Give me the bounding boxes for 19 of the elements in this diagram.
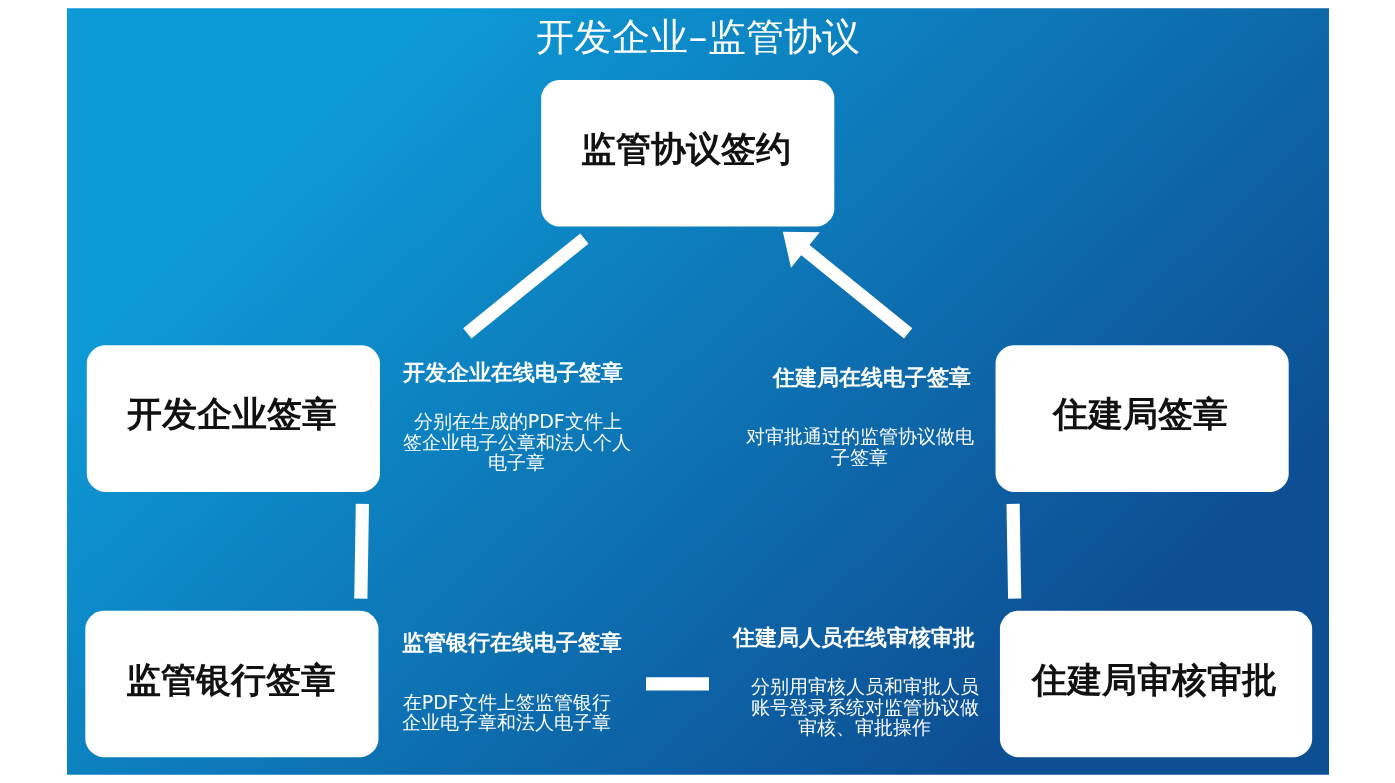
node-label: 分别用审核人员和审批人员账号登录系统对监管协议做审核、审批操作: [750, 675, 979, 739]
connector: [1005, 503, 1021, 599]
connector: [353, 503, 369, 599]
node-label: 监管银行在线电子签章: [401, 630, 622, 656]
diagram-title: 开发企业–监管协议: [535, 15, 860, 60]
node-box: 开发企业签章: [86, 345, 380, 492]
node-label: 住建局人员在线审核审批: [732, 625, 975, 651]
node-label: 分别在生成的PDF文件上签企业电子公章和法人个人电子章: [402, 410, 631, 474]
node-box: 监管协议签约: [540, 80, 834, 227]
connector: [645, 677, 709, 691]
connector: [462, 233, 588, 339]
node-label: 开发企业在线电子签章: [402, 359, 623, 385]
node-label: 对审批通过的监管协议做电子签章: [745, 425, 974, 468]
node-box: 监管银行签章: [84, 610, 378, 758]
node-box: 住建局审核审批: [999, 610, 1312, 758]
node-box: 住建局签章: [995, 345, 1289, 492]
node-label: 在PDF文件上签监管银行企业电子章和法人电子章: [401, 690, 611, 734]
arrow: [782, 231, 912, 339]
node-label: 住建局在线电子签章: [772, 364, 971, 390]
